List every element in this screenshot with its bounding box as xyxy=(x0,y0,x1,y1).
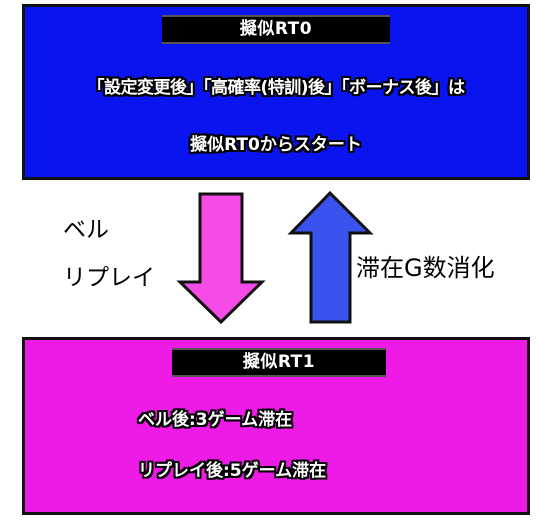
up-arrow xyxy=(287,190,374,324)
state-title-rt0: 擬似RT0 xyxy=(162,15,390,44)
state-box-rt0: 擬似RT0 「設定変更後」「高確率(特訓)後」「ボーナス後」は 擬似RT0からス… xyxy=(22,4,530,180)
down-arrow xyxy=(176,192,266,325)
rt0-description-line1: 「設定変更後」「高確率(特訓)後」「ボーナス後」は xyxy=(87,78,465,98)
transition-label-replay: リプレイ xyxy=(63,265,155,291)
rt1-description-line2: リプレイ後:5ゲーム滞在 xyxy=(138,461,327,481)
state-box-rt1: 擬似RT1 ベル後:3ゲーム滞在 リプレイ後:5ゲーム滞在 xyxy=(22,337,530,515)
rt0-description-line2: 擬似RT0からスタート xyxy=(190,135,362,155)
transition-label-stay-count: 滞在G数消化 xyxy=(356,254,495,282)
transition-label-bell: ベル xyxy=(63,217,109,243)
state-title-rt1: 擬似RT1 xyxy=(172,348,386,377)
rt1-description-line1: ベル後:3ゲーム滞在 xyxy=(138,410,293,430)
